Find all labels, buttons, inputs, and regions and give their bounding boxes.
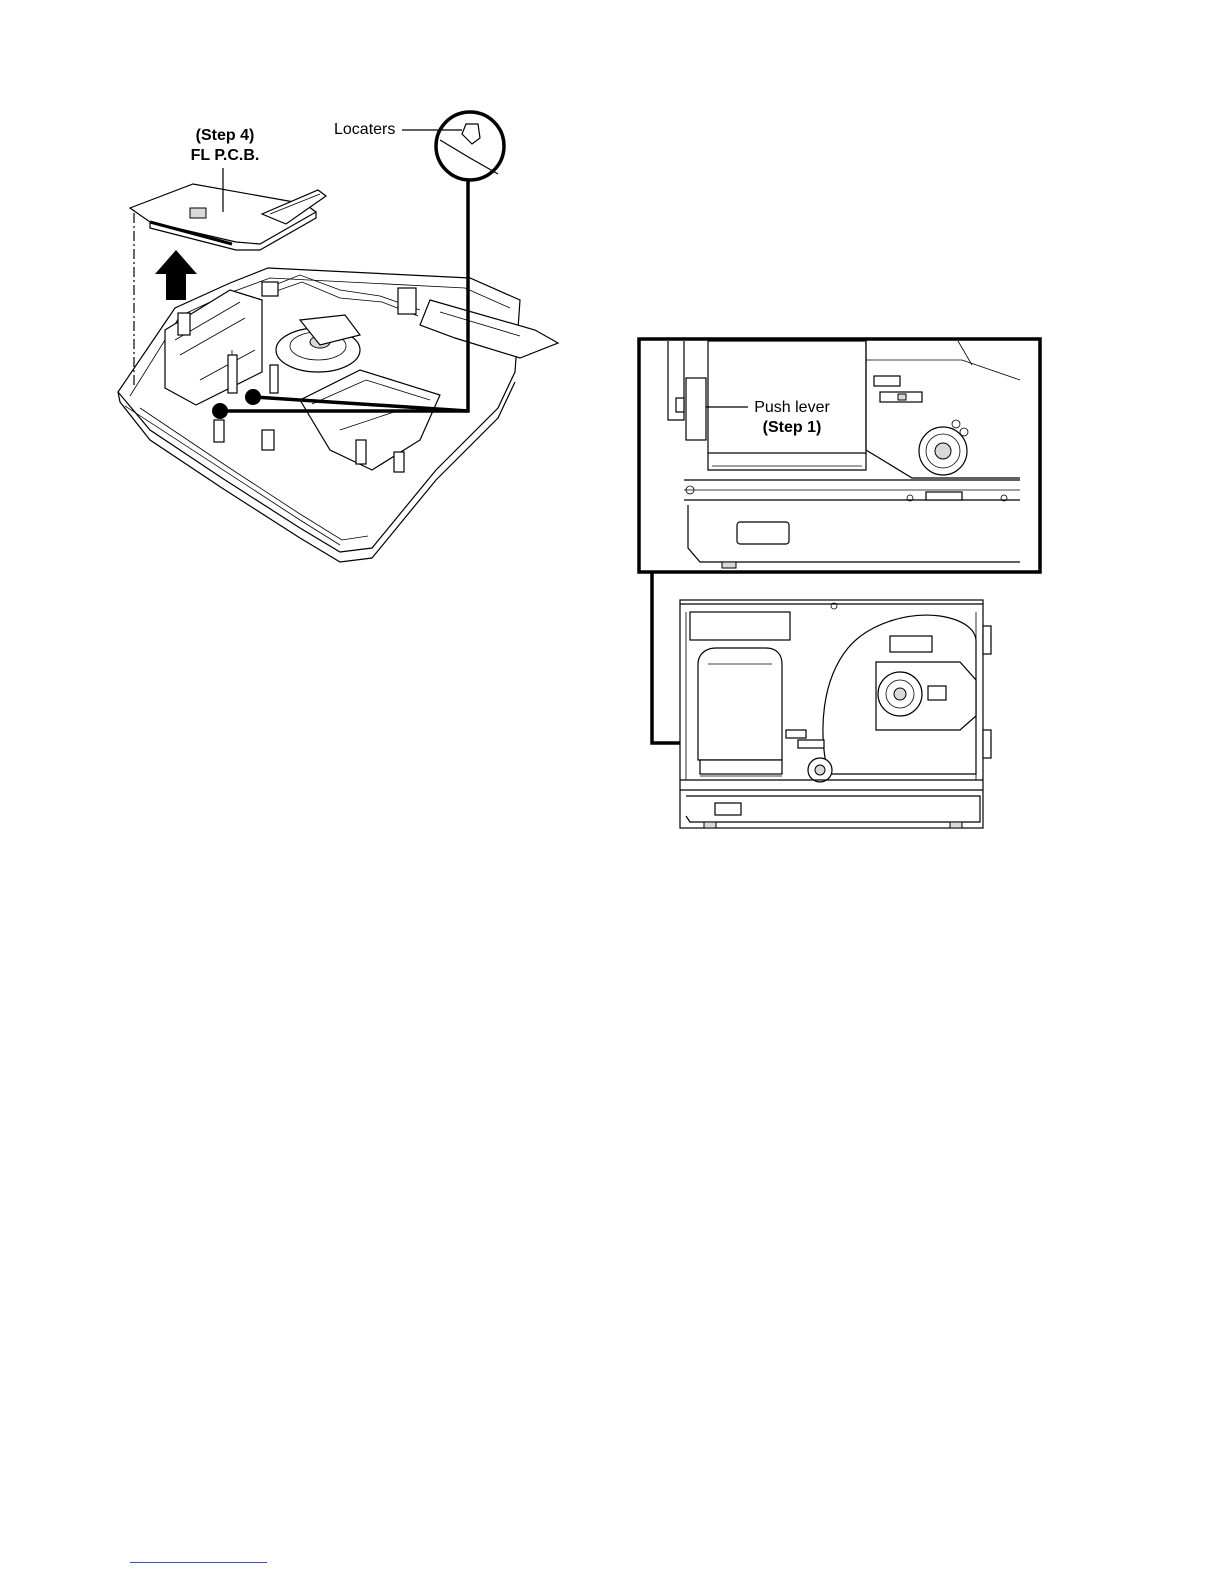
locater-point-1 (212, 403, 228, 419)
fl-pcb-board (130, 168, 326, 250)
step-1-label: (Step 1) (744, 418, 840, 437)
locater-detail-callout (402, 112, 504, 180)
locaters-label: Locaters (334, 120, 395, 139)
footer-rule (130, 1562, 267, 1563)
step-4-label: (Step 4) (170, 126, 280, 145)
locater-point-2 (245, 389, 261, 405)
fl-pcb-label: FL P.C.B. (170, 146, 280, 165)
unit-top-view-illustration (680, 600, 991, 828)
push-lever-detail-box (639, 339, 1040, 572)
push-lever-label: Push lever (744, 398, 840, 417)
chassis-isometric-illustration (118, 268, 558, 562)
lift-up-arrow (155, 250, 197, 300)
